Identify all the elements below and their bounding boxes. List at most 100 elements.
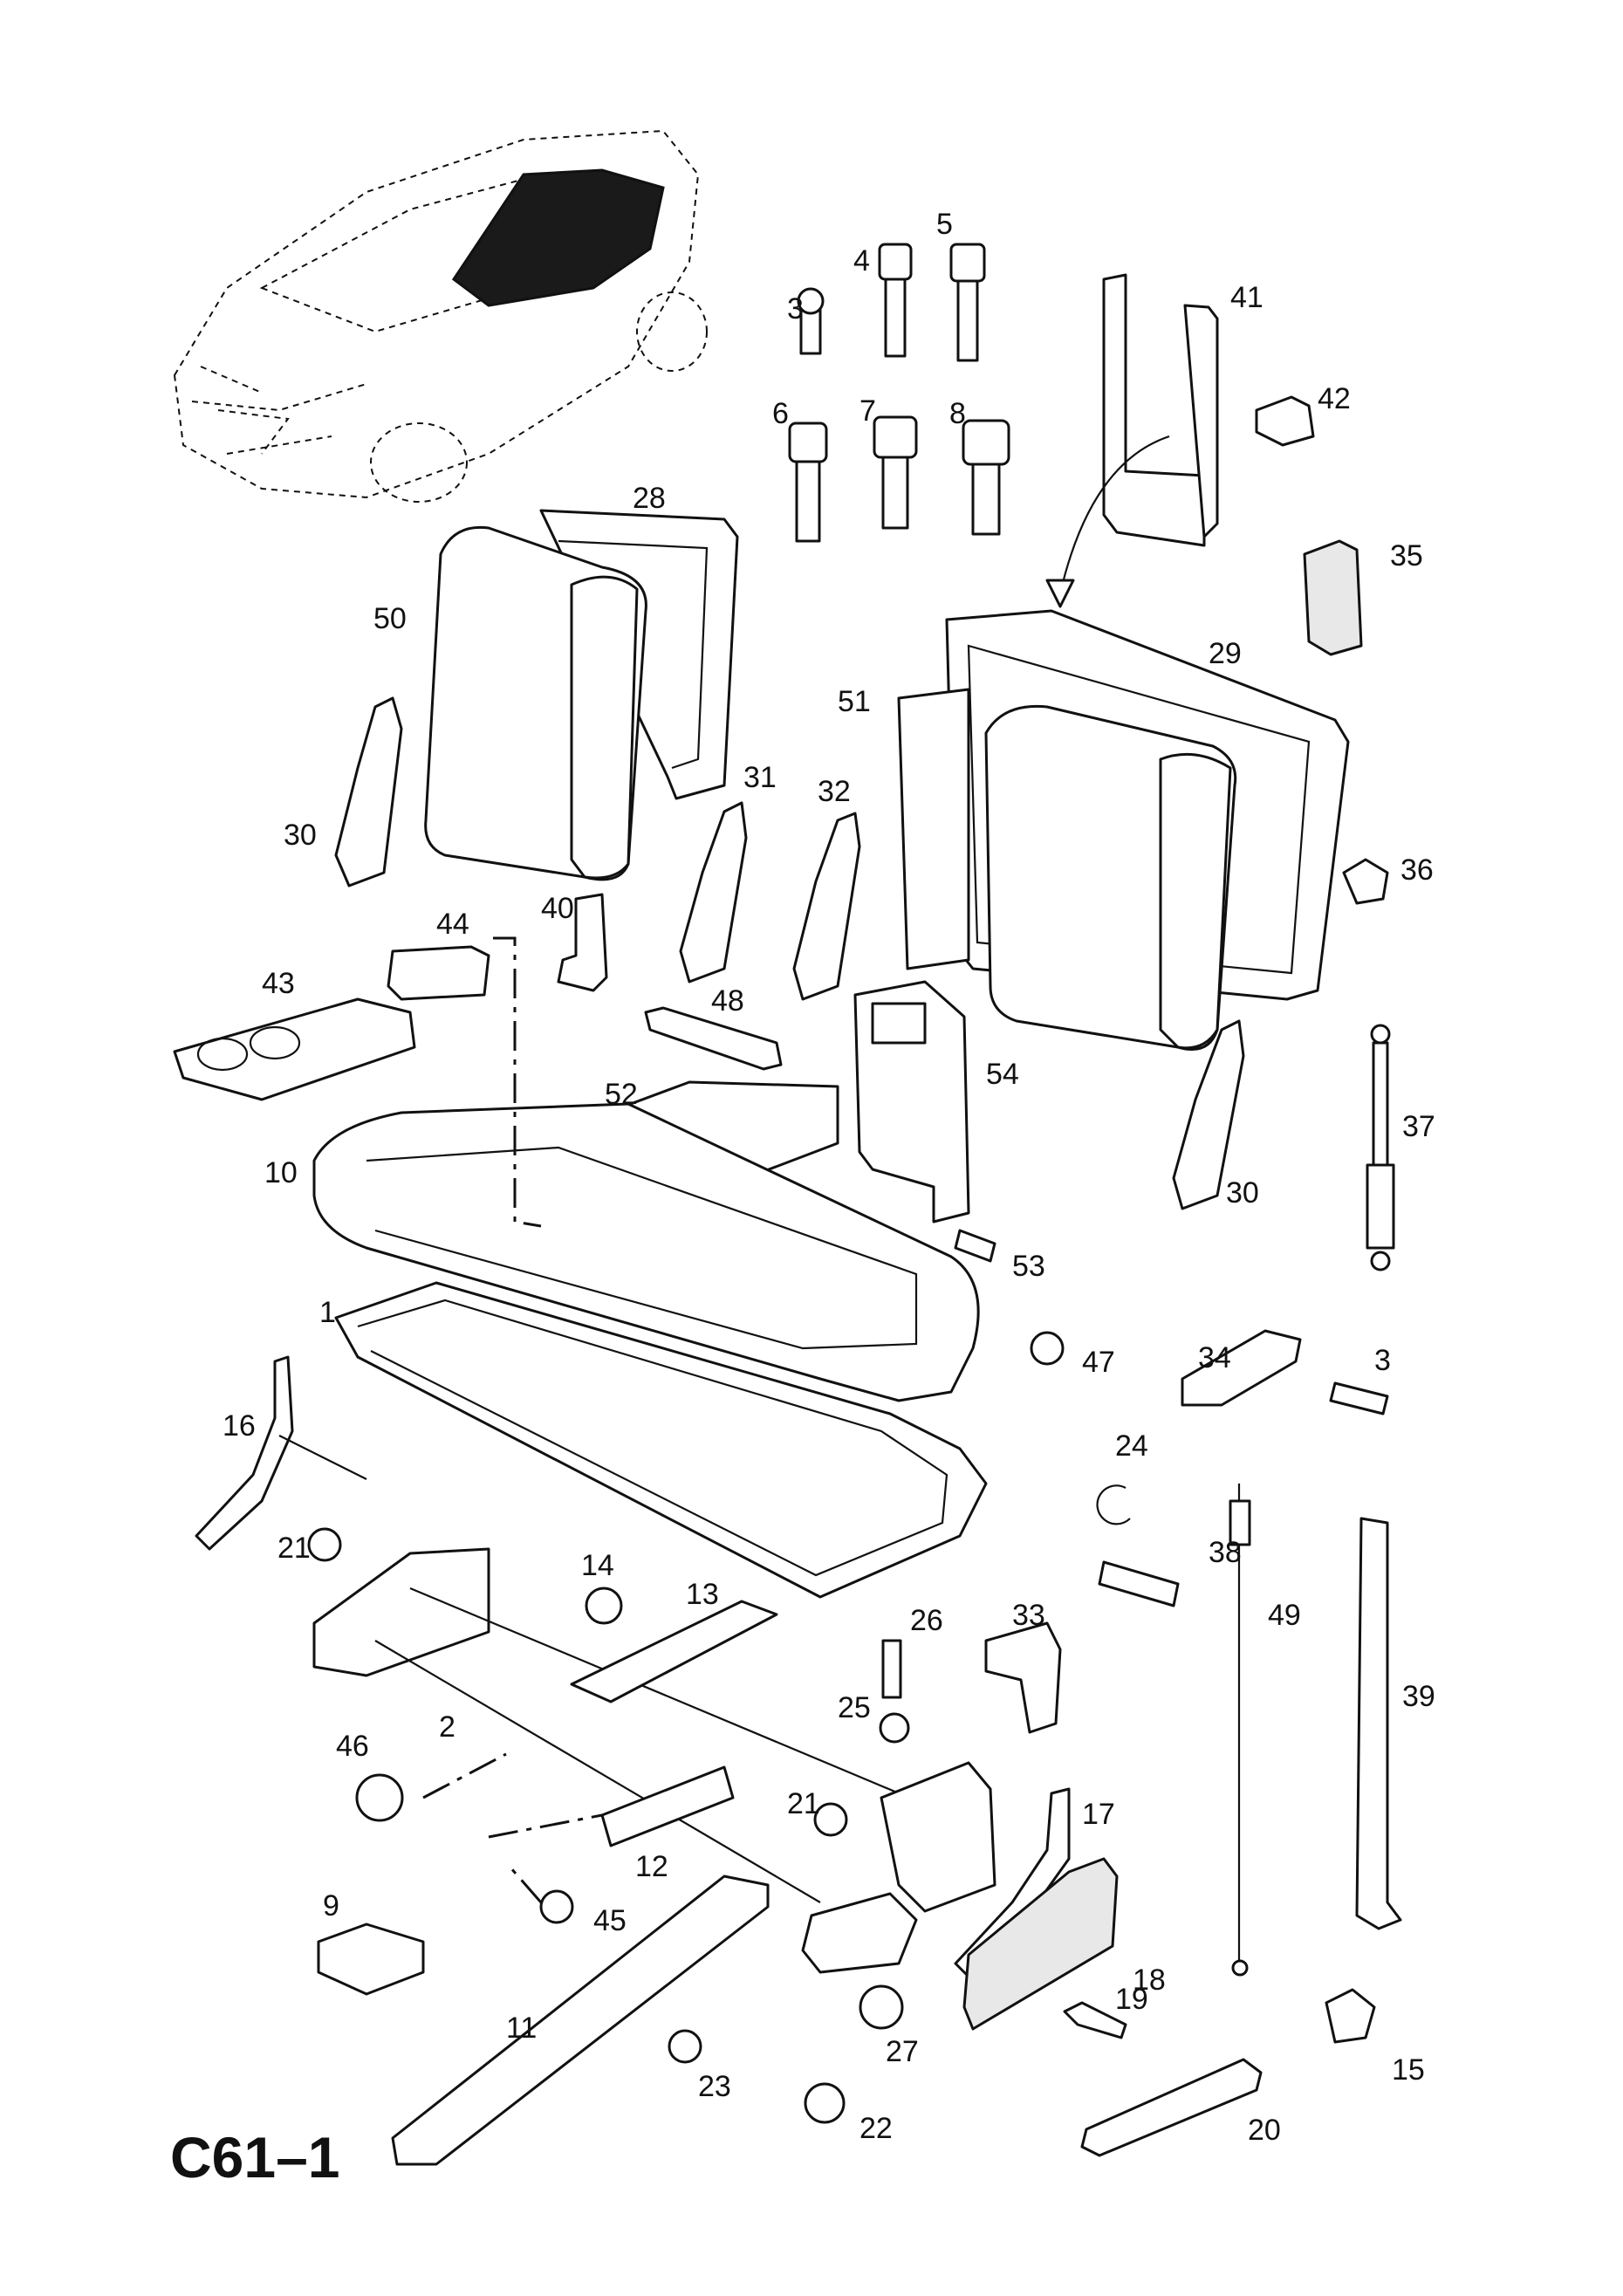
- callout-31: 31: [743, 761, 777, 794]
- callout-30: 30: [1226, 1176, 1259, 1210]
- strap-39: [1355, 1517, 1402, 1930]
- callout-37: 37: [1402, 1110, 1435, 1143]
- rod-16: [278, 1435, 367, 1480]
- bolt-38: [1098, 1560, 1180, 1607]
- pin-19: [1063, 2001, 1127, 2039]
- callout-14: 14: [581, 1549, 614, 1582]
- seat-mechanism: [312, 1547, 996, 1974]
- callout-44: 44: [436, 908, 469, 941]
- callout-17: 17: [1082, 1798, 1115, 1831]
- callout-33: 33: [1012, 1599, 1045, 1632]
- callout-38: 38: [1209, 1536, 1242, 1569]
- bolt-26: [881, 1639, 902, 1699]
- highlighted-rear-seat: [451, 168, 665, 307]
- clip-15: [1325, 1988, 1376, 2044]
- cap-14: [585, 1587, 623, 1625]
- callout-40: 40: [541, 892, 574, 925]
- callout-21: 21: [277, 1532, 311, 1565]
- callout-13: 13: [686, 1578, 719, 1611]
- clip-24: [1096, 1484, 1131, 1525]
- hinge-30-upper: [334, 696, 403, 888]
- seat-cushion-10: [312, 1102, 980, 1402]
- leader-line: [422, 1752, 507, 1799]
- callout-16: 16: [223, 1409, 256, 1443]
- callout-3: 3: [1374, 1344, 1391, 1377]
- gas-strut-37: [1366, 1024, 1395, 1271]
- ratchet-12: [600, 1765, 735, 1847]
- wheel-46: [355, 1773, 404, 1822]
- callout-21: 21: [787, 1787, 820, 1820]
- callout-7: 7: [859, 394, 876, 428]
- clip-42: [1255, 395, 1315, 447]
- slider-13: [570, 1600, 778, 1703]
- bezel-44: [387, 945, 490, 1001]
- callout-3: 3: [787, 292, 804, 326]
- bolt-fasteners: [788, 243, 1010, 543]
- callout-50: 50: [373, 602, 407, 635]
- callout-35: 35: [1390, 539, 1423, 572]
- bolt-53: [954, 1229, 996, 1263]
- callout-4: 4: [853, 244, 870, 278]
- callout-19: 19: [1115, 1983, 1148, 2016]
- handle-33: [984, 1621, 1062, 1734]
- callout-11: 11: [506, 2012, 537, 2045]
- callout-42: 42: [1318, 382, 1351, 415]
- grommet-27: [859, 1984, 904, 2030]
- screw-3-right: [1329, 1381, 1389, 1415]
- trim-35: [1303, 539, 1363, 656]
- pin-45: [539, 1889, 574, 1924]
- bracket-9: [317, 1922, 425, 1996]
- nut-25: [879, 1712, 910, 1744]
- washer-23: [668, 2029, 702, 2064]
- trim-panel-18: [962, 1857, 1119, 2031]
- callout-1: 1: [319, 1296, 336, 1329]
- hinge-31: [679, 801, 748, 984]
- callout-51: 51: [838, 685, 871, 718]
- callout-32: 32: [818, 775, 851, 808]
- callout-20: 20: [1248, 2114, 1281, 2147]
- bracket-54: [853, 980, 970, 1223]
- rail-11: [391, 1874, 770, 2166]
- callout-25: 25: [838, 1691, 871, 1724]
- callout-54: 54: [986, 1058, 1019, 1091]
- callout-53: 53: [1012, 1250, 1045, 1283]
- bracket-16: [195, 1355, 294, 1551]
- callout-2: 2: [439, 1710, 455, 1744]
- callout-22: 22: [859, 2112, 893, 2145]
- hinge-30-lower: [1172, 1019, 1245, 1210]
- seat-cover-frame-41: [1045, 273, 1219, 608]
- knob-36: [1342, 858, 1389, 905]
- plate-20: [1080, 2058, 1263, 2157]
- callout-15: 15: [1392, 2053, 1425, 2087]
- pin-47: [1030, 1331, 1065, 1366]
- callout-30: 30: [284, 819, 317, 852]
- callout-5: 5: [936, 208, 953, 241]
- callout-34: 34: [1198, 1341, 1231, 1374]
- callout-12: 12: [635, 1850, 668, 1883]
- hinge-32: [792, 812, 861, 1001]
- bracket-40: [557, 893, 608, 992]
- callout-36: 36: [1400, 853, 1434, 887]
- callout-6: 6: [772, 397, 789, 430]
- vehicle-locator-illustration: [173, 129, 708, 503]
- callout-29: 29: [1209, 637, 1242, 670]
- callout-18: 18: [1133, 1964, 1166, 1997]
- leader-line: [509, 1867, 543, 1903]
- callout-48: 48: [711, 984, 744, 1018]
- plug-21-upper: [307, 1527, 342, 1562]
- callout-52: 52: [605, 1078, 638, 1111]
- washer-22: [804, 2082, 846, 2124]
- callout-28: 28: [633, 482, 666, 515]
- callout-46: 46: [336, 1730, 369, 1763]
- callout-45: 45: [593, 1904, 627, 1937]
- plug-21-lower: [813, 1802, 848, 1837]
- callout-24: 24: [1115, 1429, 1148, 1463]
- callout-43: 43: [262, 967, 295, 1000]
- leader-line: [488, 1813, 603, 1839]
- seat-back-left: [424, 509, 739, 881]
- callout-23: 23: [698, 2070, 731, 2103]
- callout-49: 49: [1268, 1599, 1301, 1632]
- callout-41: 41: [1230, 281, 1263, 314]
- callout-9: 9: [323, 1889, 339, 1922]
